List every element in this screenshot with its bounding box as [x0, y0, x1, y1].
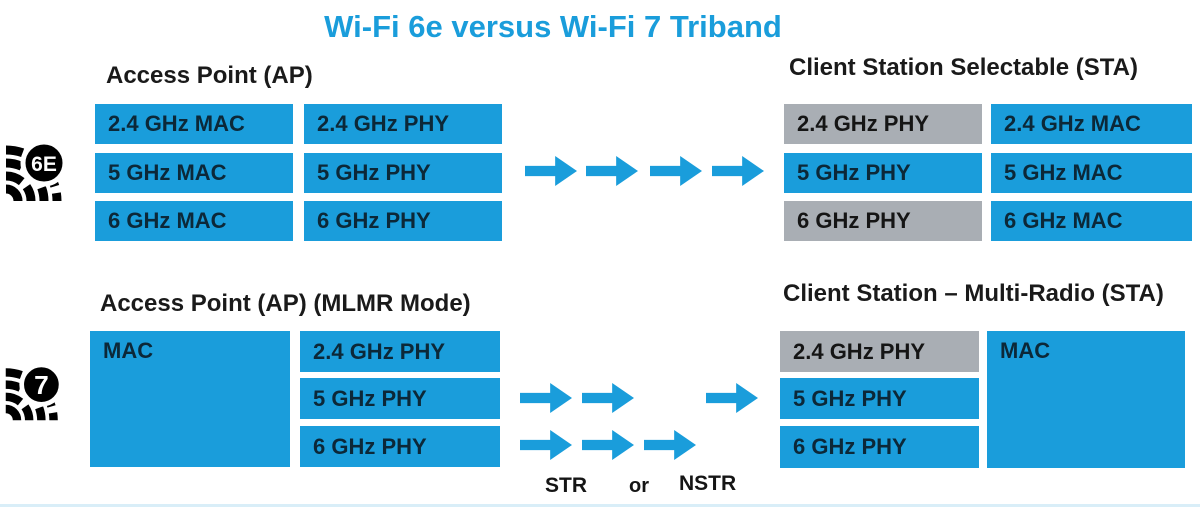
w6-ap-5-mac-box: 5 GHz MAC — [95, 153, 293, 193]
w6-ap-6-phy-box: 6 GHz PHY — [304, 201, 502, 241]
w6-ap-6-mac-box: 6 GHz MAC — [95, 201, 293, 241]
w6-sta-6-mac-box: 6 GHz MAC — [991, 201, 1192, 241]
w6-ap-24-phy-box: 2.4 GHz PHY — [304, 104, 502, 144]
flow-arrow-icon — [644, 430, 696, 460]
wifi-7-badge-label: 7 — [34, 370, 49, 400]
flow-arrow-icon — [520, 383, 572, 413]
sta-6e-header: Client Station Selectable (STA) — [789, 54, 1138, 81]
w7-ap-5-phy-box: 5 GHz PHY — [300, 378, 500, 419]
str-label: STR — [545, 474, 587, 497]
w6-sta-5-phy-box: 5 GHz PHY — [784, 153, 982, 193]
diagram-title: Wi-Fi 6e versus Wi-Fi 7 Triband — [324, 9, 782, 44]
wifi-6e-icon: 6E — [5, 141, 66, 202]
w7-sta-5-phy-box: 5 GHz PHY — [780, 378, 979, 419]
w6-sta-5-mac-box: 5 GHz MAC — [991, 153, 1192, 193]
w6-ap-24-mac-box: 2.4 GHz MAC — [95, 104, 293, 144]
flow-arrow-icon — [582, 383, 634, 413]
flow-arrow-icon — [520, 430, 572, 460]
w6-sta-24-phy-box: 2.4 GHz PHY — [784, 104, 982, 144]
w7-ap-mac-box: MAC — [90, 331, 290, 467]
w7-sta-mac-box: MAC — [987, 331, 1185, 468]
flow-arrow-icon — [525, 156, 577, 186]
flow-arrow-icon — [586, 156, 638, 186]
nstr-label: NSTR — [679, 472, 737, 495]
w7-ap-6-phy-box: 6 GHz PHY — [300, 426, 500, 467]
flow-arrow-icon — [706, 383, 758, 413]
ap-6e-header: Access Point (AP) — [106, 62, 313, 89]
flow-arrow-icon — [582, 430, 634, 460]
w6-sta-24-mac-box: 2.4 GHz MAC — [991, 104, 1192, 144]
or-label: or — [629, 475, 649, 497]
ap-7-header: Access Point (AP) (MLMR Mode) — [100, 290, 471, 317]
wifi-6e-badge-label: 6E — [31, 153, 57, 176]
w6-sta-6-phy-box: 6 GHz PHY — [784, 201, 982, 241]
w6-ap-5-phy-box: 5 GHz PHY — [304, 153, 502, 193]
w7-sta-6-phy-box: 6 GHz PHY — [780, 426, 979, 468]
sta-7-header: Client Station – Multi-Radio (STA) — [783, 280, 1164, 307]
flow-arrow-icon — [712, 156, 764, 186]
bottom-edge-divider — [0, 504, 1200, 507]
flow-arrow-icon — [650, 156, 702, 186]
w7-sta-24-phy-box: 2.4 GHz PHY — [780, 331, 979, 372]
w7-ap-24-phy-box: 2.4 GHz PHY — [300, 331, 500, 372]
wifi-7-icon: 7 — [5, 364, 62, 421]
